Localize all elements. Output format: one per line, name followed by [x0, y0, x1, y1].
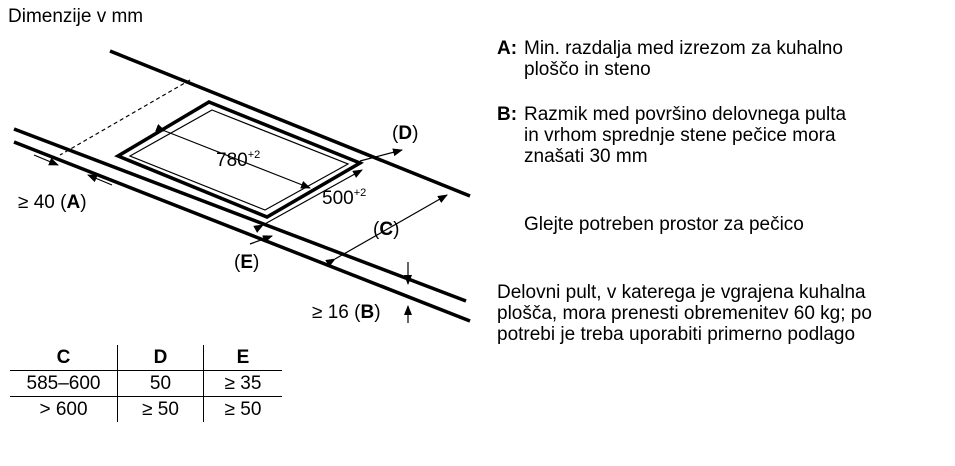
table-cell: > 600: [39, 398, 88, 420]
dim-D-label: (D): [392, 123, 418, 144]
dim-E-line: [249, 235, 273, 245]
dim-E-label: (E): [234, 252, 259, 273]
legend-a-line-1: Min. razdalja med izrezom za kuhalno: [524, 38, 843, 59]
dim-500-label: 500+2: [322, 187, 366, 209]
dim-B-label: ≥ 16 (B): [312, 302, 381, 323]
table-row: > 600 ≥ 50 ≥ 50: [10, 396, 282, 422]
table-header-e: E: [203, 345, 282, 371]
table-cell: 50: [117, 370, 204, 397]
table-header-d: D: [117, 345, 204, 371]
dimension-table: C D E 585–600 50 ≥ 35 > 600 ≥ 50 ≥ 50: [10, 345, 282, 422]
dim-C-line: [325, 194, 448, 267]
dim-A-label: ≥ 40 (A): [18, 192, 87, 213]
legend-d-line-3: potrebi je treba uporabiti primerno podl…: [497, 324, 856, 345]
table-cell: ≥ 50: [203, 396, 282, 422]
table-header-row: C D E: [10, 345, 282, 371]
legend-b-line-1: Razmik med površino delovnega pulta: [524, 104, 847, 125]
table-header-c: C: [10, 345, 118, 371]
legend-b-line-2: in vrhom sprednje stene pečice mora: [524, 125, 836, 146]
dim-A-line: [33, 154, 59, 166]
worktop-front-edge-bottom: [13, 140, 471, 323]
page-title: Dimenzije v mm: [8, 6, 144, 27]
legend-c-text: Glejte potreben prostor za pečico: [524, 214, 804, 235]
legend-key-a: A:: [497, 38, 518, 59]
legend-d-line-2: plošča, mora prenesti obremenitev 60 kg;…: [497, 303, 872, 324]
dim-500-line: [253, 169, 363, 233]
table-cell: 585–600: [10, 370, 118, 397]
dim-C-label: (C): [373, 219, 399, 240]
legend-a-line-2: ploščo in steno: [524, 59, 651, 80]
table-row: 585–600 50 ≥ 35: [10, 370, 282, 397]
worktop-side-hidden-edge: [59, 79, 191, 156]
table-cell: ≥ 50: [117, 396, 204, 422]
legend-b-line-3: znašati 30 mm: [524, 146, 648, 167]
worktop-back-edge: [109, 49, 471, 198]
dim-A-line-2: [87, 174, 113, 186]
worktop-front-edge-top: [13, 127, 467, 303]
legend-key-b: B:: [497, 104, 518, 125]
dim-D-line: [359, 148, 403, 162]
table-cell: ≥ 35: [203, 370, 282, 397]
legend-d-line-1: Delovni pult, v katerega je vgrajena kuh…: [497, 282, 866, 303]
dim-780-label: 780+2: [216, 149, 260, 171]
